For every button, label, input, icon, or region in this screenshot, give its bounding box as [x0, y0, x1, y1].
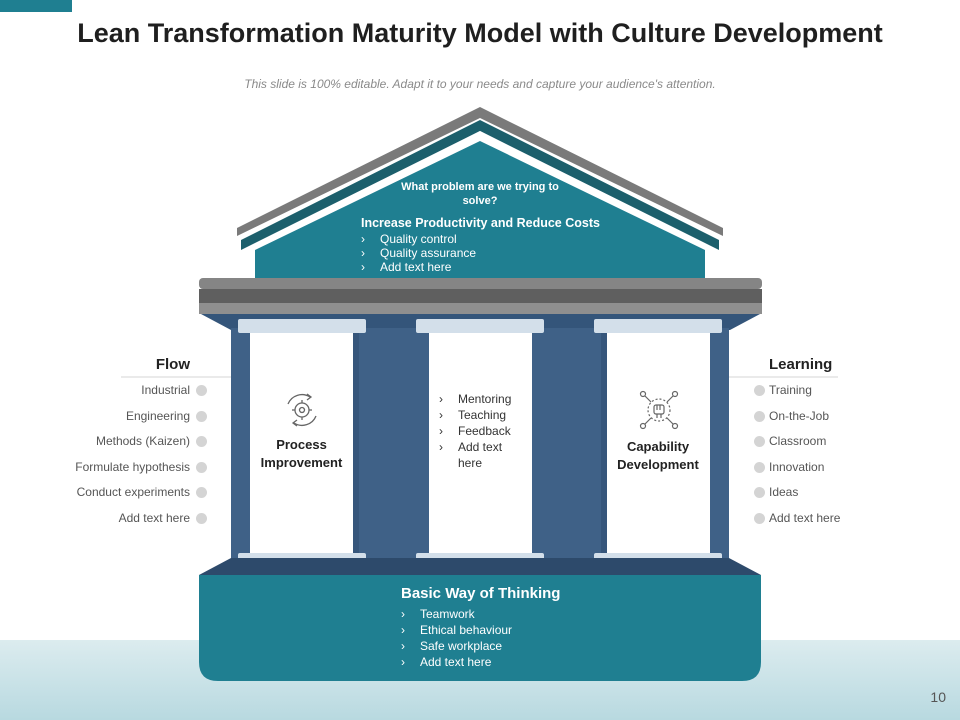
- page-number: 10: [930, 689, 946, 705]
- roof-pediment: [255, 141, 705, 278]
- roof-question: What problem are we trying to solve?: [401, 181, 559, 207]
- learning-item: Classroom: [769, 434, 827, 448]
- chevron-right-icon: ›: [361, 246, 365, 260]
- learning-item: Training: [769, 383, 812, 397]
- chevron-right-icon: ›: [401, 623, 405, 637]
- flow-item: Conduct experiments: [76, 485, 190, 499]
- roof-list: ›Quality control ›Quality assurance ›Add…: [361, 232, 476, 274]
- pillar-cap-left: [238, 319, 366, 333]
- chevron-right-icon: ›: [401, 607, 405, 621]
- pillar-cap-middle: [416, 319, 544, 333]
- roof-heading: Increase Productivity and Reduce Costs: [361, 216, 600, 230]
- learning-bullet-dot: [754, 436, 765, 447]
- flow-item: Methods (Kaizen): [95, 434, 190, 448]
- middle-pillar-list: ›Mentoring ›Teaching ›Feedback ›Add text…: [439, 391, 529, 471]
- learning-item: Ideas: [769, 485, 799, 499]
- page-title: Lean Transformation Maturity Model with …: [77, 18, 883, 48]
- chevron-right-icon: ›: [401, 639, 405, 653]
- pillar-label-capability-development: Capability Development: [617, 439, 699, 472]
- base-list: ›Teamwork ›Ethical behaviour ›Safe workp…: [401, 606, 512, 670]
- list-item: ›Quality control: [361, 232, 457, 246]
- list-item: ›Add text here: [361, 260, 452, 274]
- learning-bullet-dot: [754, 411, 765, 422]
- learning-bullet-dot: [754, 513, 765, 524]
- learning-item: Innovation: [769, 460, 825, 474]
- chevron-right-icon: ›: [439, 424, 443, 438]
- pillar-middle: [429, 333, 532, 555]
- learning-title: Learning: [769, 356, 833, 373]
- learning-item: On-the-Job: [769, 409, 830, 423]
- beam-middle: [199, 289, 762, 303]
- colonnade-shade-left: [353, 328, 359, 560]
- chevron-right-icon: ›: [361, 260, 365, 274]
- chevron-right-icon: ›: [439, 440, 443, 454]
- list-item: ›Teaching: [439, 408, 507, 422]
- learning-bullet-dot: [754, 487, 765, 498]
- list-item: ›Ethical behaviour: [401, 623, 513, 637]
- flow-item: Formulate hypothesis: [75, 460, 190, 474]
- chevron-right-icon: ›: [439, 408, 443, 422]
- gear-cycle-icon: [287, 393, 317, 427]
- flow-item: Industrial: [141, 383, 190, 397]
- list-item: ›Add text here: [439, 440, 503, 470]
- flow-bullet-dot: [196, 385, 207, 396]
- flow-bullet-dot: [196, 487, 207, 498]
- flow-item: Engineering: [125, 409, 190, 423]
- list-item: ›Add text here: [401, 655, 492, 669]
- base-plinth: [199, 575, 761, 681]
- chevron-right-icon: ›: [439, 392, 443, 406]
- learning-bullet-dot: [754, 462, 765, 473]
- flow-item: Add text here: [118, 511, 190, 525]
- list-item: ›Mentoring: [439, 392, 512, 406]
- pillar-label-process-improvement: Process Improvement: [260, 437, 343, 470]
- pillar-left: [250, 333, 353, 555]
- list-item: ›Feedback: [439, 424, 511, 438]
- flow-bullet-dot: [196, 513, 207, 524]
- flow-bullet-dot: [196, 462, 207, 473]
- list-item: ›Safe workplace: [401, 639, 503, 653]
- beam-top: [199, 278, 762, 289]
- beam-bottom: [199, 303, 762, 314]
- pillar-cap-right: [594, 319, 722, 333]
- accent-bar: [0, 0, 72, 12]
- fist-network-icon: [639, 390, 679, 430]
- list-item: ›Quality assurance: [361, 246, 477, 260]
- flow-bullet-dot: [196, 411, 207, 422]
- learning-item: Add text here: [769, 511, 841, 525]
- flow-title: Flow: [155, 356, 190, 373]
- base-top: [199, 558, 761, 575]
- pillar-right: [607, 333, 710, 555]
- colonnade-shade-right: [601, 328, 607, 560]
- flow-bullet-dot: [196, 436, 207, 447]
- base-heading: Basic Way of Thinking: [401, 585, 561, 602]
- chevron-right-icon: ›: [361, 232, 365, 246]
- learning-bullet-dot: [754, 385, 765, 396]
- list-item: ›Teamwork: [401, 607, 475, 621]
- chevron-right-icon: ›: [401, 655, 405, 669]
- page-subtitle: This slide is 100% editable. Adapt it to…: [244, 77, 716, 91]
